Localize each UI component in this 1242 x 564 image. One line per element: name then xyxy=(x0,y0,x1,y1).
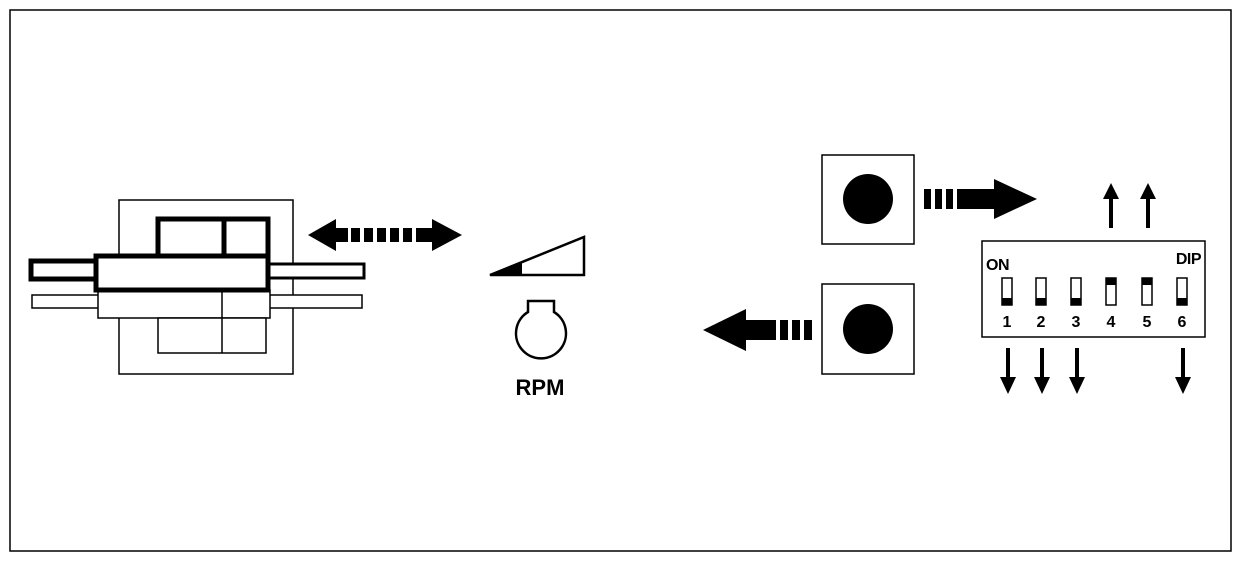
dip-switch-knob[interactable] xyxy=(1002,298,1012,305)
push-button-icon[interactable] xyxy=(821,154,915,245)
up-arrow-icon xyxy=(1140,183,1156,228)
rpm-label: RPM xyxy=(516,375,565,400)
dip-switch-knob[interactable] xyxy=(1071,298,1081,305)
dip-switch-icon xyxy=(981,240,1206,338)
dip-switch-2[interactable]: 2 xyxy=(1035,277,1047,331)
dip-switch-number: 2 xyxy=(1037,314,1046,331)
left-arrow-icon xyxy=(703,309,812,351)
right-arrow-icon xyxy=(924,179,1037,219)
dip-on-label: ON xyxy=(986,257,1009,274)
diagram-frame xyxy=(9,9,1232,552)
dip-switch-number: 1 xyxy=(1003,314,1012,331)
dip-switch-knob[interactable] xyxy=(1036,298,1046,305)
dip-switch-knob[interactable] xyxy=(1106,278,1116,285)
dip-title-label: DIP xyxy=(1176,251,1202,268)
dip-switch-group: 1 2 3 4 5 6 xyxy=(1001,277,1188,331)
dip-switch-number: 5 xyxy=(1143,314,1152,331)
dip-switch-5[interactable]: 5 xyxy=(1141,277,1153,331)
speed-gauge-icon xyxy=(514,299,568,360)
down-arrow-icon xyxy=(1000,348,1016,394)
dip-switch-knob[interactable] xyxy=(1142,278,1152,285)
dip-switch-1[interactable]: 1 xyxy=(1001,277,1013,331)
dip-switch-number: 4 xyxy=(1107,314,1116,331)
down-arrow-icon xyxy=(1034,348,1050,394)
up-arrow-icon xyxy=(1103,183,1119,228)
dip-switch-number: 3 xyxy=(1072,314,1081,331)
speed-ramp-icon xyxy=(489,235,586,277)
actuator-icon xyxy=(28,199,366,375)
dip-switch-6[interactable]: 6 xyxy=(1176,277,1188,331)
dip-switch-4[interactable]: 4 xyxy=(1105,277,1117,331)
dip-switch-3[interactable]: 3 xyxy=(1070,277,1082,331)
down-arrow-icon xyxy=(1069,348,1085,394)
down-arrow-icon xyxy=(1175,348,1191,394)
dip-switch-knob[interactable] xyxy=(1177,298,1187,305)
double-arrow-icon xyxy=(308,219,462,251)
push-button-icon[interactable] xyxy=(821,283,915,375)
dip-switch-number: 6 xyxy=(1178,314,1187,331)
